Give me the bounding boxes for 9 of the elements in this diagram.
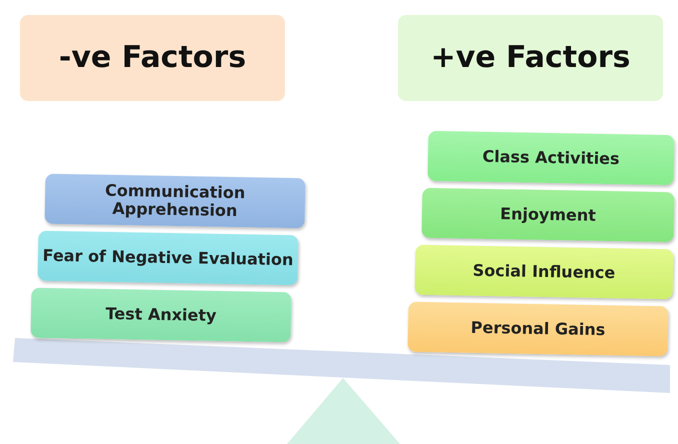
factor-box: Enjoyment: [422, 188, 674, 242]
factor-box: Communication Apprehension: [44, 174, 306, 228]
factor-box: Test Anxiety: [30, 288, 292, 342]
heading-box: +ve Factors: [398, 15, 663, 101]
heading-box: -ve Factors: [20, 15, 285, 101]
factor-box: Fear of Negative Evaluation: [38, 230, 298, 286]
factor-box: Class Activities: [428, 130, 674, 186]
factor-box: Social Influence: [414, 244, 674, 300]
factor-box: Personal Gains: [408, 302, 668, 356]
